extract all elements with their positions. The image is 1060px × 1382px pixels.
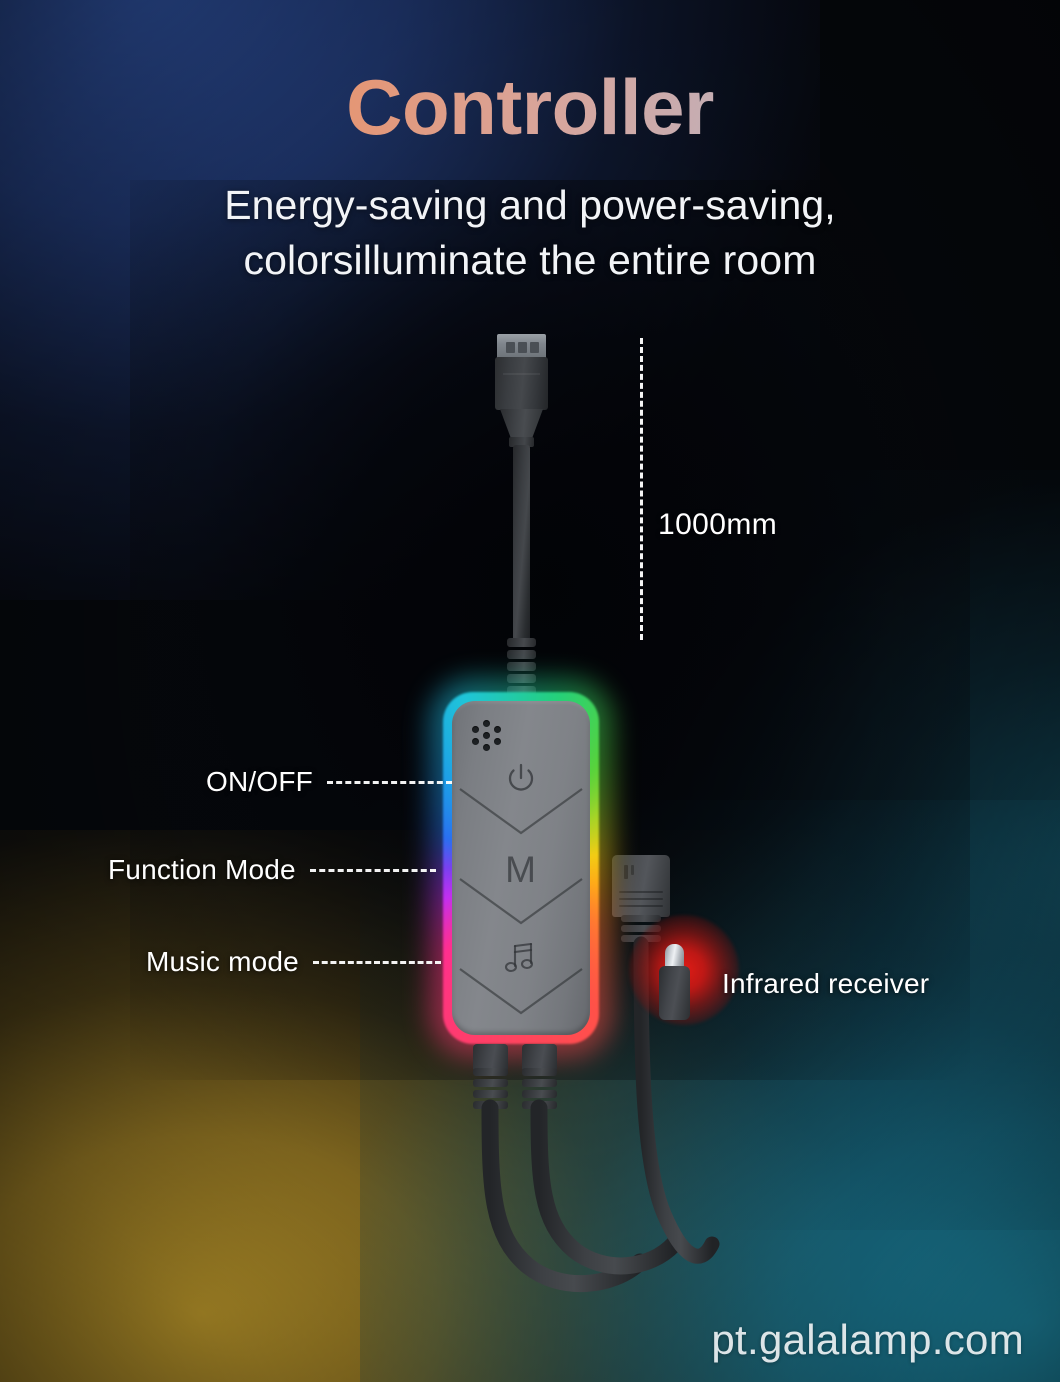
callout-label-function-mode: Function Mode [108, 854, 296, 885]
microphone-dot [483, 744, 490, 751]
ir-plug-ridge [619, 905, 663, 907]
ir-connector-pin [631, 865, 634, 875]
strain-relief-rib [522, 1079, 557, 1087]
callout-music-mode: Music mode [146, 946, 441, 978]
ir-sensor-tip [665, 944, 684, 970]
ir-sensor-barrel [659, 966, 690, 1020]
ir-connector-plug [612, 855, 670, 917]
callout-label-music-mode: Music mode [146, 946, 299, 977]
usb-contact-slot [530, 342, 539, 353]
microphone-dot [483, 732, 490, 739]
callout-leader-line [309, 868, 436, 872]
strain-relief-rib [522, 1090, 557, 1098]
strain-relief-rib [507, 662, 536, 671]
ir-plug-ridge [619, 898, 663, 900]
strain-relief-rib [473, 1068, 508, 1076]
microphone-dot [472, 738, 479, 745]
output-connector-plug [473, 1044, 508, 1070]
ir-plug-ridge [619, 891, 663, 893]
controller-device: M [429, 678, 613, 1058]
strain-relief-rib [522, 1101, 557, 1109]
usb-connector-body [495, 357, 548, 410]
strain-relief-rib [473, 1079, 508, 1087]
function-mode-button-chevron[interactable] [458, 875, 584, 927]
power-button-chevron[interactable] [458, 785, 584, 837]
page-subtitle: Energy-saving and power-saving, colorsil… [0, 178, 1060, 287]
output-connector-plug [522, 1044, 557, 1070]
usb-power-cable [513, 445, 530, 645]
callout-function-mode: Function Mode [108, 854, 436, 886]
usb-cable-collar [509, 437, 534, 447]
callout-infrared-receiver: Infrared receiver [722, 968, 929, 1000]
strain-relief-rib [473, 1101, 508, 1109]
callout-on-off: ON/OFF [206, 766, 452, 798]
dimension-line [640, 338, 643, 640]
ir-connector-pin [624, 865, 628, 879]
callout-leader-line [312, 960, 441, 964]
page-title: Controller [0, 68, 1060, 146]
ir-collar-rib [621, 915, 661, 922]
callout-leader-line [326, 780, 452, 784]
music-mode-button-chevron[interactable] [458, 965, 584, 1017]
microphone-dot [483, 720, 490, 727]
callout-label-infrared-receiver: Infrared receiver [722, 968, 930, 999]
strain-relief-rib [473, 1090, 508, 1098]
strain-relief-rib [507, 650, 536, 659]
subtitle-line-1: Energy-saving and power-saving, [224, 182, 836, 228]
usb-contact-slot [506, 342, 515, 353]
site-watermark: pt.galalamp.com [711, 1316, 1024, 1363]
microphone-icon [470, 719, 504, 753]
microphone-dot [494, 726, 501, 733]
ir-collar-rib [621, 925, 661, 932]
output-strain-relief [522, 1068, 557, 1110]
usb-contact-slot [518, 342, 527, 353]
microphone-dot [494, 738, 501, 745]
strain-relief-rib [507, 638, 536, 647]
callout-label-on-off: ON/OFF [206, 766, 313, 797]
microphone-dot [472, 726, 479, 733]
controller-face-panel: M [452, 701, 590, 1035]
subtitle-line-2: colorsilluminate the entire room [243, 236, 817, 283]
output-strain-relief [473, 1068, 508, 1110]
dimension-label: 1000mm [658, 508, 778, 541]
usb-connector-shell [497, 334, 546, 359]
strain-relief-rib [522, 1068, 557, 1076]
